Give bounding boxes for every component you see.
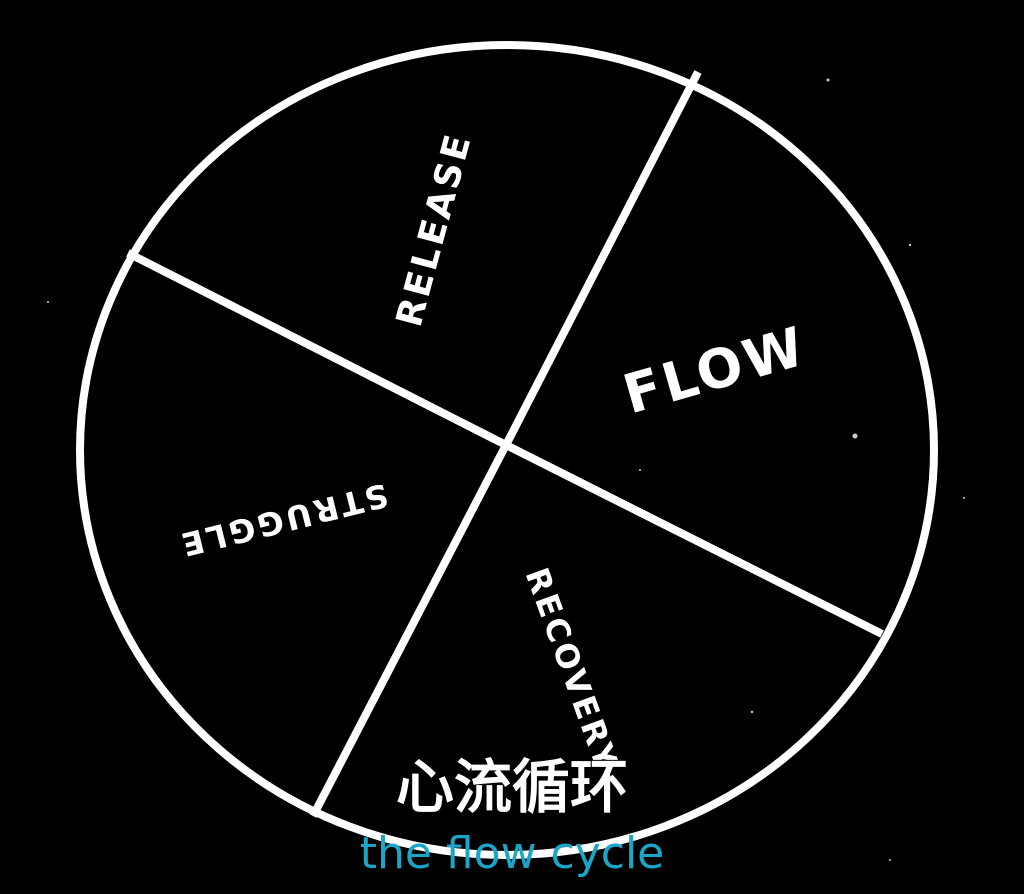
segment-label-release: RELEASE <box>389 128 480 331</box>
caption-english: the flow cycle <box>359 828 665 879</box>
segment-label-flow: FLOW <box>616 314 813 426</box>
segment-label-recovery: RECOVERY <box>518 563 627 776</box>
divider-flow-recovery <box>504 441 884 638</box>
cycle-outer-circle <box>76 41 938 859</box>
divider-recovery-struggle <box>309 443 510 818</box>
divider-release-flow <box>502 70 702 447</box>
background-specks <box>47 78 965 861</box>
caption-chinese: 心流循环 <box>395 753 629 821</box>
divider-struggle-release <box>126 249 508 449</box>
segment-label-struggle: STRUGGLE <box>175 476 392 565</box>
